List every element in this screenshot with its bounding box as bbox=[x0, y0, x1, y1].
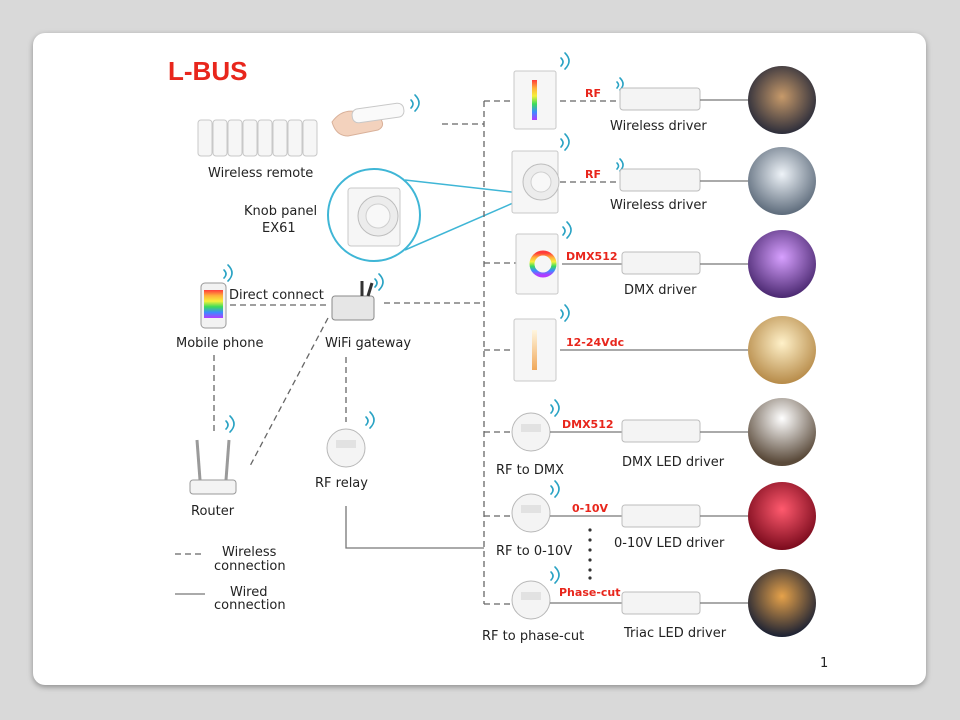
gateway-group: WiFi gateway bbox=[325, 273, 411, 351]
lighting-scene-image bbox=[748, 147, 816, 215]
signal-label: DMX512 bbox=[562, 418, 614, 431]
callout-line bbox=[404, 179, 521, 194]
knob-panel-group: Knob panel EX61 bbox=[244, 168, 521, 262]
driver-label: Triac LED driver bbox=[623, 626, 727, 641]
brand-logo: L-BUS bbox=[168, 56, 247, 86]
hand-holding-remote-image bbox=[331, 102, 405, 137]
mobile-phone-label: Mobile phone bbox=[176, 336, 263, 351]
wifi-signal-icon bbox=[374, 273, 384, 291]
rf-relay-group: RF relay bbox=[315, 411, 375, 491]
wifi-signal-icon bbox=[550, 566, 560, 584]
legend-wireless-line1: Wireless bbox=[222, 545, 277, 560]
signal-label: RF bbox=[585, 87, 601, 100]
callout-line bbox=[404, 199, 521, 251]
driver-label: Wireless driver bbox=[610, 119, 707, 134]
driver-icon bbox=[621, 251, 701, 275]
driver-label: Wireless driver bbox=[610, 198, 707, 213]
lighting-scene-image bbox=[748, 398, 816, 466]
phone-group: Direct connect Mobile phone bbox=[176, 264, 324, 351]
continuation-dots bbox=[588, 528, 592, 580]
device-label: RF to DMX bbox=[496, 463, 564, 478]
remote-stack-image bbox=[197, 119, 318, 157]
wifi-signal-icon bbox=[550, 480, 560, 498]
wifi-gateway-label: WiFi gateway bbox=[325, 336, 411, 351]
legend-wired-line2: connection bbox=[214, 598, 286, 613]
wifi-signal-icon bbox=[550, 399, 560, 417]
legend-wireless-line2: connection bbox=[214, 559, 286, 574]
wireless-remote-group: Wireless remote bbox=[197, 94, 420, 181]
wifi-signal-icon bbox=[560, 304, 570, 322]
row-2: RF Wireless driver bbox=[511, 133, 816, 215]
page-number: 1 bbox=[820, 656, 828, 671]
router-label: Router bbox=[191, 504, 235, 519]
wifi-signal-icon bbox=[223, 264, 233, 282]
row-7: Phase-cut RF to phase-cut Triac LED driv… bbox=[482, 566, 816, 644]
driver-icon bbox=[621, 591, 701, 615]
driver-label: DMX LED driver bbox=[622, 455, 725, 470]
signal-label: 0-10V bbox=[572, 502, 609, 515]
wifi-signal-icon bbox=[365, 411, 375, 429]
signal-label: 12-24Vdc bbox=[566, 336, 624, 349]
lighting-scene-image bbox=[748, 569, 816, 637]
legend-wired-line1: Wired bbox=[230, 585, 268, 600]
wifi-gateway-icon bbox=[331, 295, 375, 321]
signal-label: Phase-cut bbox=[559, 586, 621, 599]
direct-connect-label: Direct connect bbox=[229, 288, 324, 303]
driver-icon bbox=[619, 168, 701, 192]
driver-icon bbox=[621, 419, 701, 443]
lighting-scene-image bbox=[748, 230, 816, 298]
wifi-signal-icon bbox=[225, 415, 235, 433]
row-1: RF Wireless driver bbox=[484, 52, 816, 134]
row-3: DMX512 DMX driver bbox=[484, 221, 816, 298]
lighting-scene-image bbox=[748, 66, 816, 134]
lighting-scene-image bbox=[748, 316, 816, 384]
legend: Wireless connection Wired connection bbox=[175, 545, 286, 613]
touch-panel-icon bbox=[515, 233, 559, 295]
device-label: RF to 0-10V bbox=[496, 544, 572, 559]
signal-label: DMX512 bbox=[566, 250, 618, 263]
knob-panel-model: EX61 bbox=[262, 221, 296, 236]
left-connections bbox=[213, 101, 485, 604]
signal-label: RF bbox=[585, 168, 601, 181]
row-4: 12-24Vdc bbox=[484, 304, 816, 384]
driver-label: 0-10V LED driver bbox=[614, 536, 725, 551]
wifi-signal-icon bbox=[560, 52, 570, 70]
device-label: RF to phase-cut bbox=[482, 629, 584, 644]
wifi-signal-icon bbox=[562, 221, 572, 239]
driver-icon bbox=[621, 504, 701, 528]
row-5: DMX512 RF to DMX DMX LED driver bbox=[484, 398, 816, 478]
knob-panel-label: Knob panel bbox=[244, 204, 317, 219]
wireless-remote-label: Wireless remote bbox=[208, 166, 313, 181]
lighting-scene-image bbox=[748, 482, 816, 550]
driver-icon bbox=[619, 87, 701, 111]
row-6: 0-10V RF to 0-10V 0-10V LED driver bbox=[484, 480, 816, 580]
router-icon bbox=[189, 479, 237, 495]
wifi-signal-icon bbox=[410, 94, 420, 112]
router-group: Router bbox=[189, 415, 237, 519]
driver-label: DMX driver bbox=[624, 283, 697, 298]
wifi-signal-icon bbox=[560, 133, 570, 151]
rf-relay-label: RF relay bbox=[315, 476, 368, 491]
